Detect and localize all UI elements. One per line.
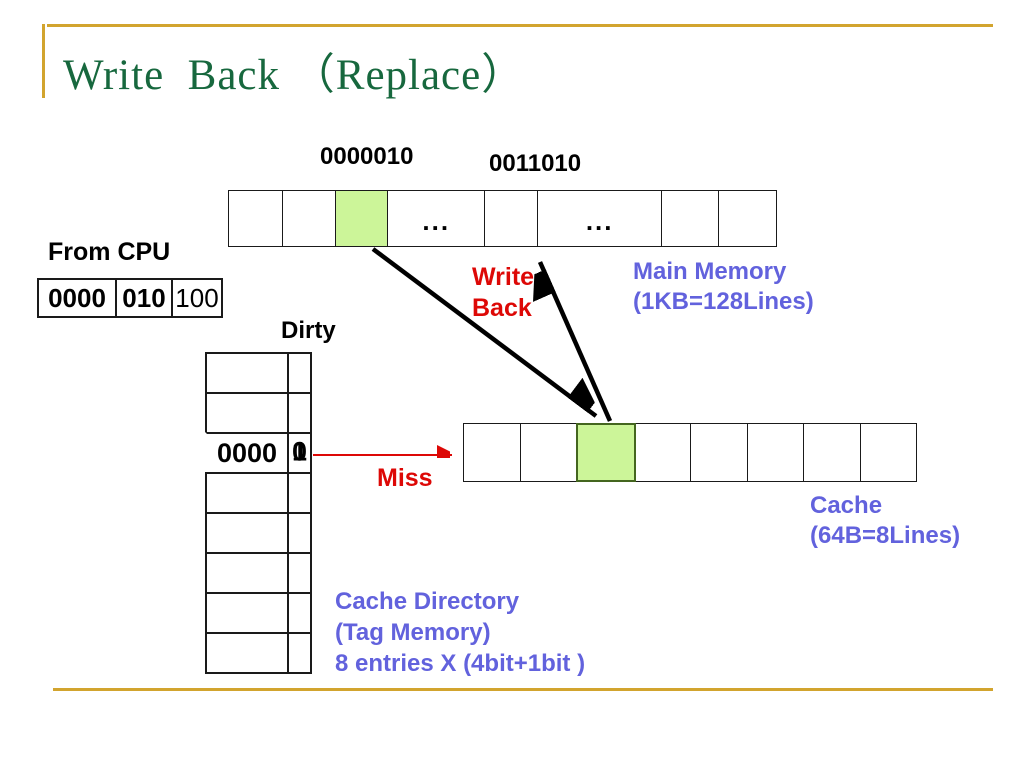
address-label-green-line: 0000010 xyxy=(320,143,414,170)
cpu-address-tag: 0000 xyxy=(37,278,117,318)
directory-row xyxy=(205,352,312,392)
main-memory-cell xyxy=(229,191,283,246)
directory-row-selected: 0000 0 1 xyxy=(205,432,312,472)
directory-row xyxy=(205,592,312,632)
main-memory-cell xyxy=(719,191,776,246)
cache-cell xyxy=(521,424,577,481)
main-memory-caption: Main Memory (1KB=128Lines) xyxy=(633,258,814,315)
main-memory-row: ... ... xyxy=(228,190,777,247)
directory-row xyxy=(205,552,312,592)
cache-cell-replaced xyxy=(576,423,636,482)
directory-row xyxy=(205,632,312,672)
cache-cell xyxy=(861,424,917,481)
top-rule xyxy=(47,24,993,27)
cache-directory-caption: Cache Directory (Tag Memory) 8 entries X… xyxy=(335,588,586,677)
address-label-writeback-line: 0011010 xyxy=(489,150,582,177)
main-memory-cell xyxy=(662,191,720,246)
directory-row xyxy=(205,512,312,552)
cpu-address-offset: 100 xyxy=(173,278,223,318)
cache-caption: Cache (64B=8Lines) xyxy=(810,492,961,549)
dirty-column-label: Dirty xyxy=(281,317,336,344)
directory-row xyxy=(205,392,312,432)
slide-title: Write Back （Replace） xyxy=(63,52,526,99)
dirty-bit-new: 1 xyxy=(291,436,308,467)
main-memory-cell-writeback-target xyxy=(485,191,538,246)
cache-cell xyxy=(691,424,748,481)
main-memory-cell-replaced xyxy=(335,191,389,246)
main-memory-cell xyxy=(283,191,336,246)
cache-cell xyxy=(748,424,804,481)
cache-row xyxy=(463,423,917,482)
write-back-arrow xyxy=(540,261,613,422)
cpu-address-index: 010 xyxy=(117,278,173,318)
dirty-bit-cell: 0 1 xyxy=(287,432,312,472)
main-memory-cell-ellipsis: ... xyxy=(538,191,663,246)
from-cpu-label: From CPU xyxy=(48,238,171,266)
ellipsis: ... xyxy=(422,206,451,236)
miss-label: Miss xyxy=(377,464,433,492)
cache-cell xyxy=(804,424,861,481)
ellipsis: ... xyxy=(585,206,614,236)
title-left-rule xyxy=(42,24,45,98)
cache-cell xyxy=(464,424,521,481)
cache-directory-table: 0000 0 1 xyxy=(205,352,312,674)
cache-cell xyxy=(635,424,691,481)
directory-row xyxy=(205,472,312,512)
dirty-bit-old: 0 xyxy=(291,436,308,467)
cpu-address-box: 0000 010 100 xyxy=(37,278,223,318)
write-back-label: Write Back xyxy=(472,263,535,322)
selected-tag-value: 0000 xyxy=(205,432,287,472)
main-memory-cell-ellipsis: ... xyxy=(388,191,486,246)
bottom-rule xyxy=(53,688,993,691)
